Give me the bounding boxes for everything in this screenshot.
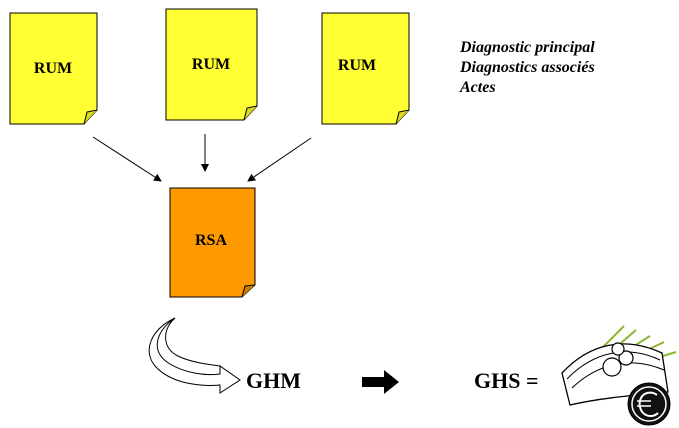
legend-diagnostic-principal: Diagnostic principal: [460, 39, 595, 56]
rum-label-2: RUM: [191, 56, 231, 73]
legend-diagnostics-associes: Diagnostics associés: [460, 59, 595, 76]
rum-contents-legend: Diagnostic principal Diagnostics associé…: [460, 38, 595, 98]
rsa-label: RSA: [194, 232, 227, 249]
rum-label-1: RUM: [33, 60, 73, 77]
rsa-document: [169, 187, 256, 298]
rum-document-1: [9, 12, 98, 125]
rum-label-3: RUM: [337, 57, 377, 74]
arrow-rum1-to-rsa: [92, 136, 162, 182]
ghm-label: GHM: [246, 368, 301, 393]
thick-right-arrow-icon: [362, 370, 399, 394]
ghs-label: GHS =: [474, 368, 539, 393]
curved-arrow-icon: [148, 317, 241, 394]
legend-actes: Actes: [460, 79, 496, 96]
euro-money-icon: [561, 325, 677, 426]
rum-document-2: [165, 8, 258, 121]
rum-document-3: [321, 12, 410, 125]
arrow-rum3-to-rsa: [247, 137, 312, 182]
